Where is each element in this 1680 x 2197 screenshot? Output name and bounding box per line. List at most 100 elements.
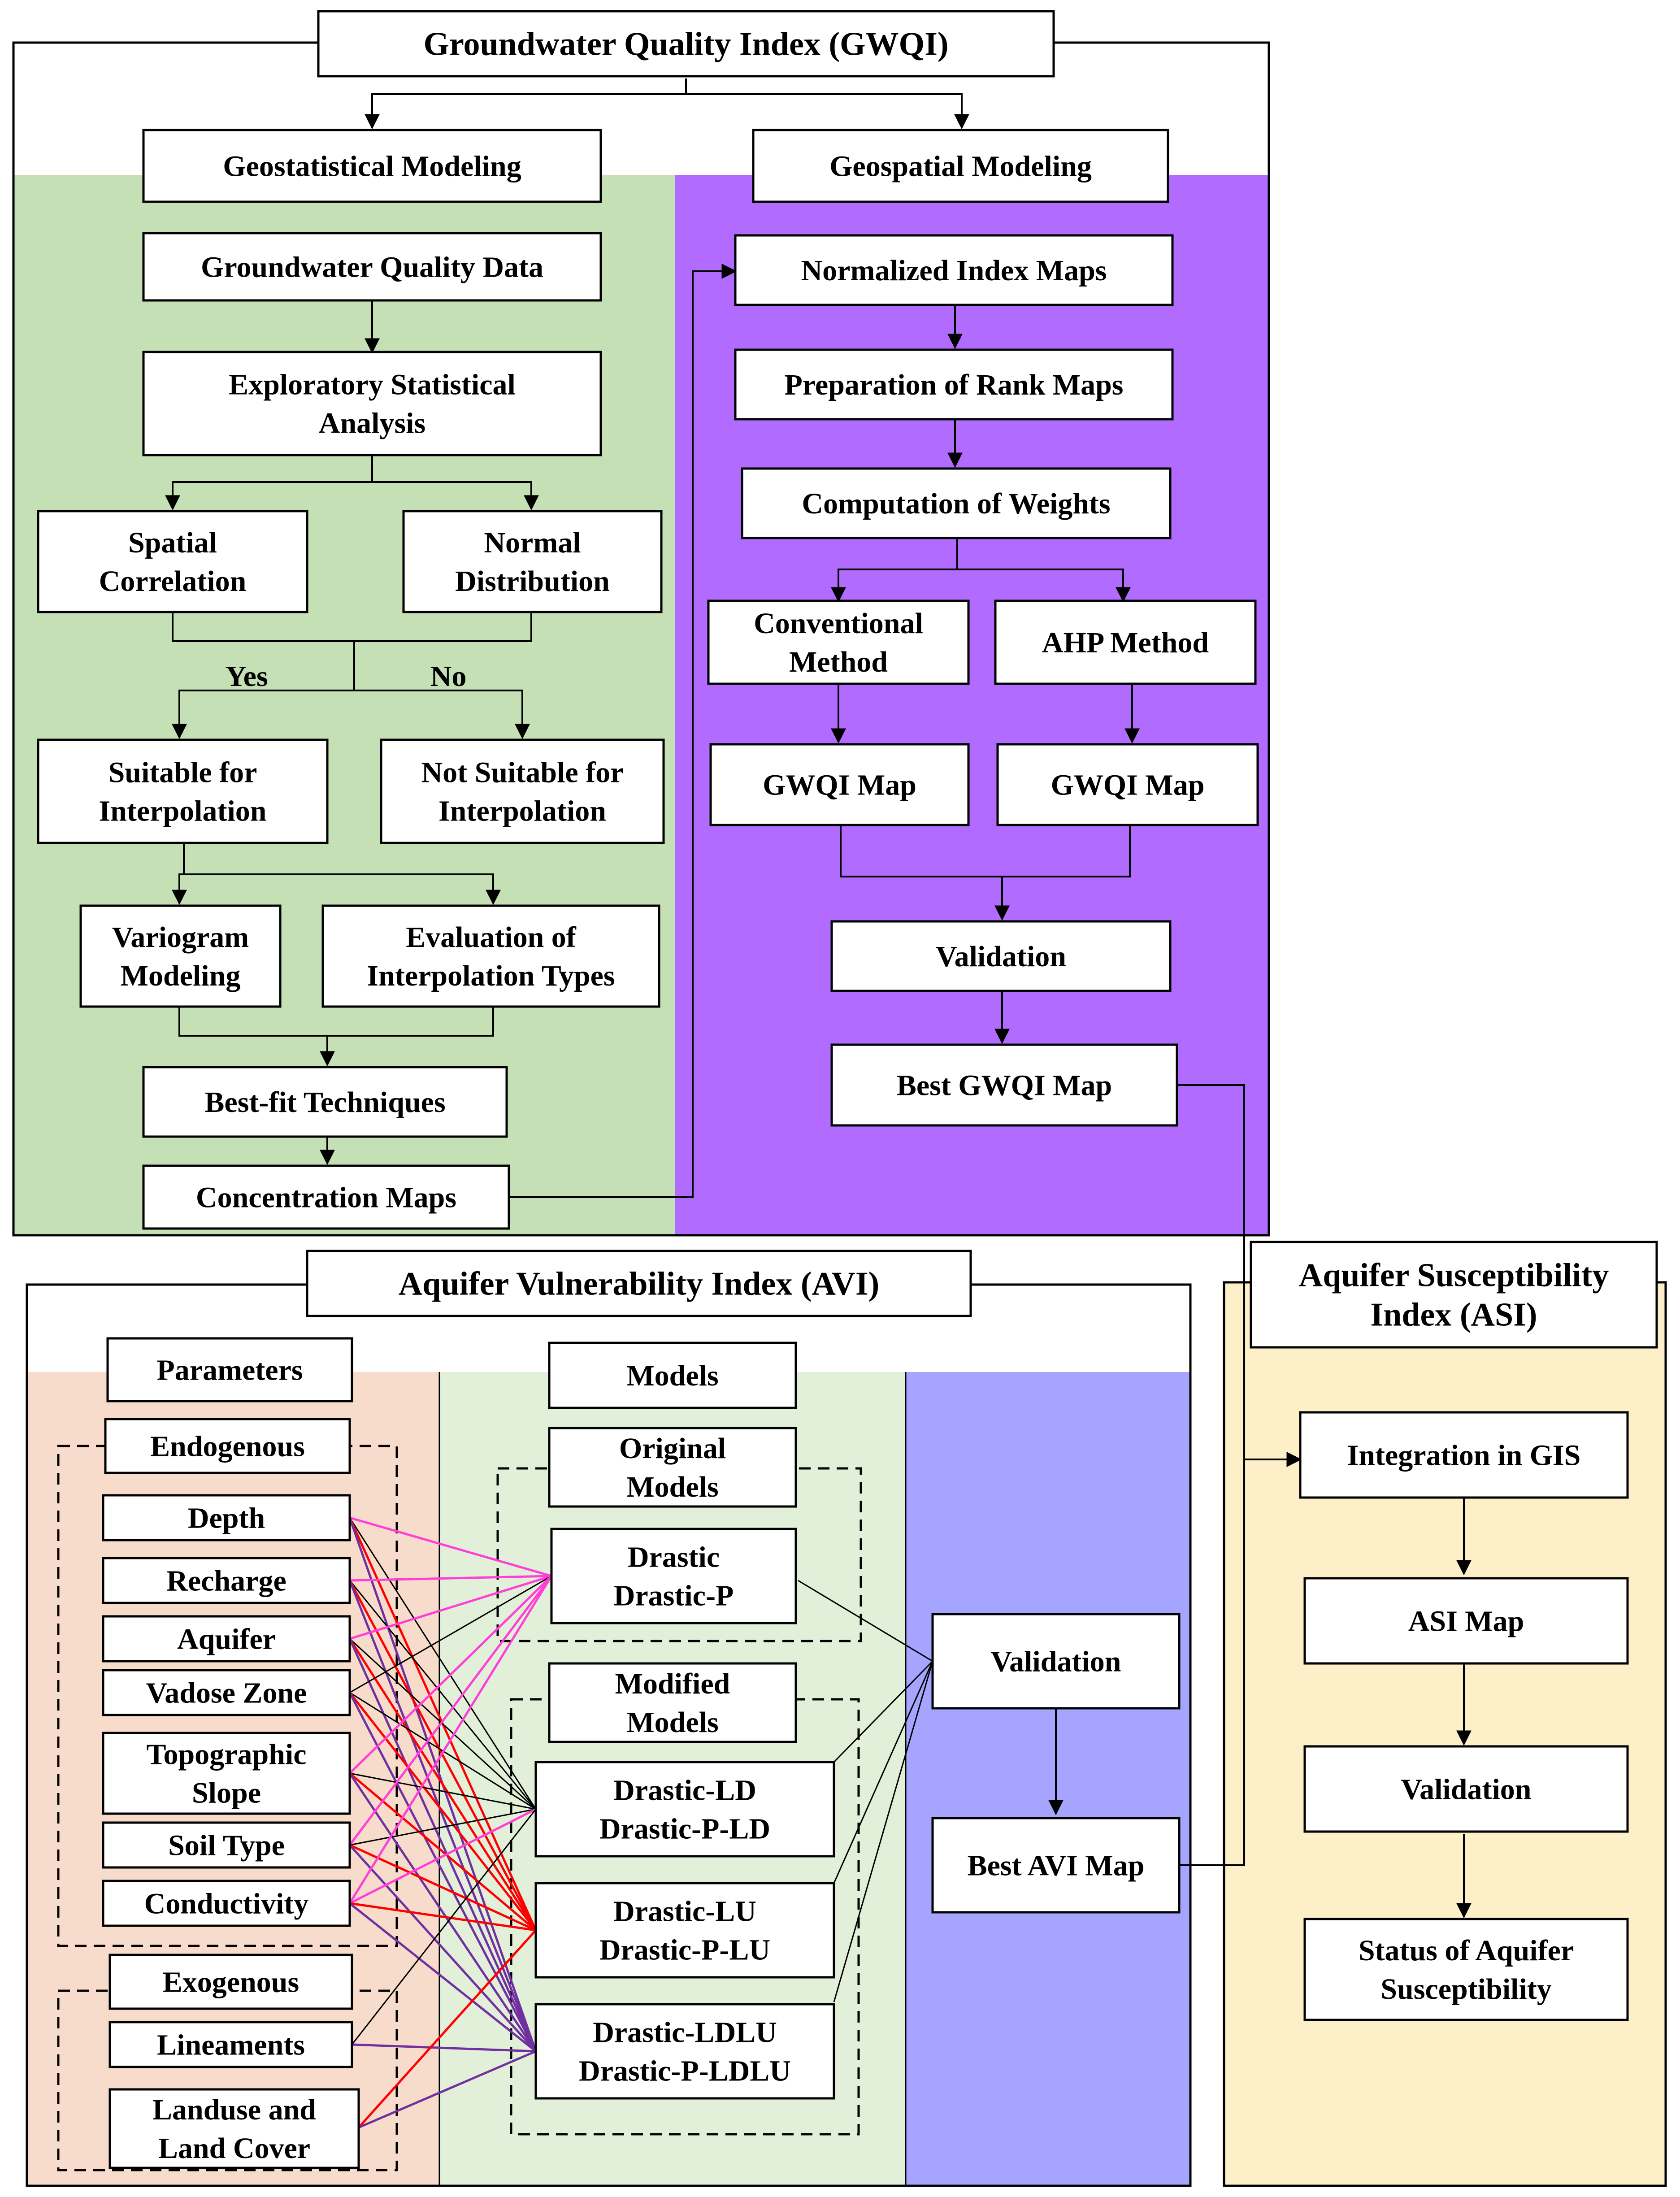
connector (165, 455, 373, 511)
endogenous-box-frame (104, 1418, 351, 1474)
no-label: No (430, 660, 467, 693)
exogenous-box: Exogenous (109, 1954, 353, 2010)
suitable-box-frame (37, 738, 329, 844)
gwqi-map-2-box-label: GWQI Map (1051, 769, 1205, 801)
ahp-box-frame (994, 599, 1257, 685)
geostat-title-label: Geostatistical Modeling (223, 150, 521, 182)
model-modified-box-3-frame (534, 2003, 835, 2100)
param-box-5-frame (102, 1732, 351, 1815)
parameter-model-link (349, 1902, 537, 2052)
variogram-box-frame (79, 904, 282, 1008)
model-original-box-label: Drastic (628, 1541, 720, 1573)
param-box-3-label: Aquifer (177, 1623, 276, 1655)
evaluation-box-frame (321, 904, 660, 1008)
conventional-box-label: Conventional (754, 607, 923, 640)
normal-distribution-box-label: Distribution (455, 565, 610, 598)
param-landuse-box-label: Land Cover (158, 2132, 310, 2165)
gwqi-validation-box-label: Validation (936, 940, 1066, 973)
gw-quality-data-box-label: Groundwater Quality Data (201, 251, 543, 283)
endogenous-group (57, 1445, 398, 1947)
model-modified-box-3-label: Drastic-LDLU (593, 2016, 777, 2049)
concentration-box-label: Concentration Maps (196, 1181, 456, 1214)
connector (840, 825, 1131, 877)
evaluation-box-label: Interpolation Types (367, 960, 615, 992)
exploratory-analysis-box-label: Analysis (319, 407, 425, 439)
connector (372, 481, 539, 511)
geostat-title-frame (142, 129, 602, 203)
parameter-model-link (348, 1580, 537, 2052)
connector (686, 93, 969, 130)
ahp-box-label: AHP Method (1042, 626, 1209, 659)
param-box-2: Recharge (102, 1557, 351, 1604)
models-box-label: Models (626, 1359, 718, 1392)
param-lineaments-box-label: Lineaments (157, 2028, 305, 2061)
rank-maps-box: Preparation of Rank Maps (734, 348, 1174, 421)
parameter-model-link (349, 1808, 536, 1846)
param-box-1-label: Depth (188, 1502, 265, 1534)
original-models-box-label: Models (626, 1471, 718, 1503)
parameter-model-link (349, 1772, 536, 1810)
parameter-model-link (358, 1929, 537, 2128)
bestfit-box-label: Best-fit Techniques (204, 1086, 445, 1119)
parameter-model-link (352, 2043, 536, 2053)
connector (172, 612, 532, 642)
concentration-box-frame (142, 1164, 510, 1230)
weights-box: Computation of Weights (741, 467, 1172, 539)
parameter-model-link (349, 1575, 552, 1582)
parameter-model-link (349, 1575, 552, 1640)
modified-models-box-frame (548, 1662, 797, 1743)
param-box-5-label: Topographic (146, 1738, 306, 1771)
normal-distribution-box-label: Normal (484, 526, 581, 559)
parameter-model-link (358, 2050, 536, 2129)
exogenous-box-frame (109, 1954, 353, 2010)
gwqi-validation-box-frame (830, 920, 1172, 992)
not-suitable-box-label: Interpolation (438, 795, 606, 827)
gw-quality-data-box: Groundwater Quality Data (142, 232, 602, 302)
parameters-box: Parameters (106, 1337, 353, 1402)
parameter-model-link (349, 1772, 537, 1931)
param-box-4-frame (102, 1669, 351, 1716)
param-landuse-box-label: Landuse and (152, 2093, 316, 2126)
param-box-7-frame (102, 1880, 351, 1927)
best-avi-box-frame (931, 1817, 1181, 1914)
evaluation-box-label: Evaluation of (406, 921, 577, 954)
rank-maps-box-frame (734, 348, 1174, 421)
conventional-box-frame (707, 599, 970, 685)
param-box-1: Depth (102, 1494, 351, 1541)
parameter-model-link (348, 1638, 537, 2052)
connector (184, 873, 501, 905)
param-box-5-label: Slope (192, 1776, 261, 1809)
gwqi-connectors (165, 78, 1302, 1467)
geospatial-title-frame (752, 129, 1169, 203)
normalized-maps-box-frame (734, 234, 1174, 306)
param-box-1-frame (102, 1494, 351, 1541)
model-modified-box-3-label: Drastic-P-LDLU (579, 2054, 791, 2087)
status-box-frame (1303, 1918, 1629, 2021)
gwqi-map-2-box: GWQI Map (996, 743, 1259, 826)
param-box-7-label: Conductivity (144, 1887, 309, 1920)
avi-validation-box-label: Validation (990, 1645, 1121, 1678)
spatial-correlation-box-label: Correlation (99, 565, 247, 598)
parameter-model-link (348, 1638, 537, 1931)
normal-distribution-box-frame (402, 510, 663, 613)
avi-validation-box: Validation (931, 1613, 1181, 1710)
parameter-model-link (349, 1575, 552, 1846)
model-original-box-frame (550, 1528, 797, 1624)
original-models-box-label: Original (619, 1432, 726, 1465)
normalized-maps-box: Normalized Index Maps (734, 234, 1174, 306)
param-lineaments-box: Lineaments (109, 2021, 353, 2068)
parameter-model-link (348, 1692, 537, 2052)
weights-box-label: Computation of Weights (802, 487, 1110, 520)
connector (178, 1007, 494, 1037)
best-avi-box: Best AVI Map (931, 1817, 1181, 1914)
gwqi-title: Groundwater Quality Index (GWQI) (317, 10, 1055, 78)
modified-models-box-label: Models (626, 1706, 718, 1739)
endogenous-box: Endogenous (104, 1418, 351, 1474)
asi-map-box-label: ASI Map (1408, 1605, 1524, 1637)
